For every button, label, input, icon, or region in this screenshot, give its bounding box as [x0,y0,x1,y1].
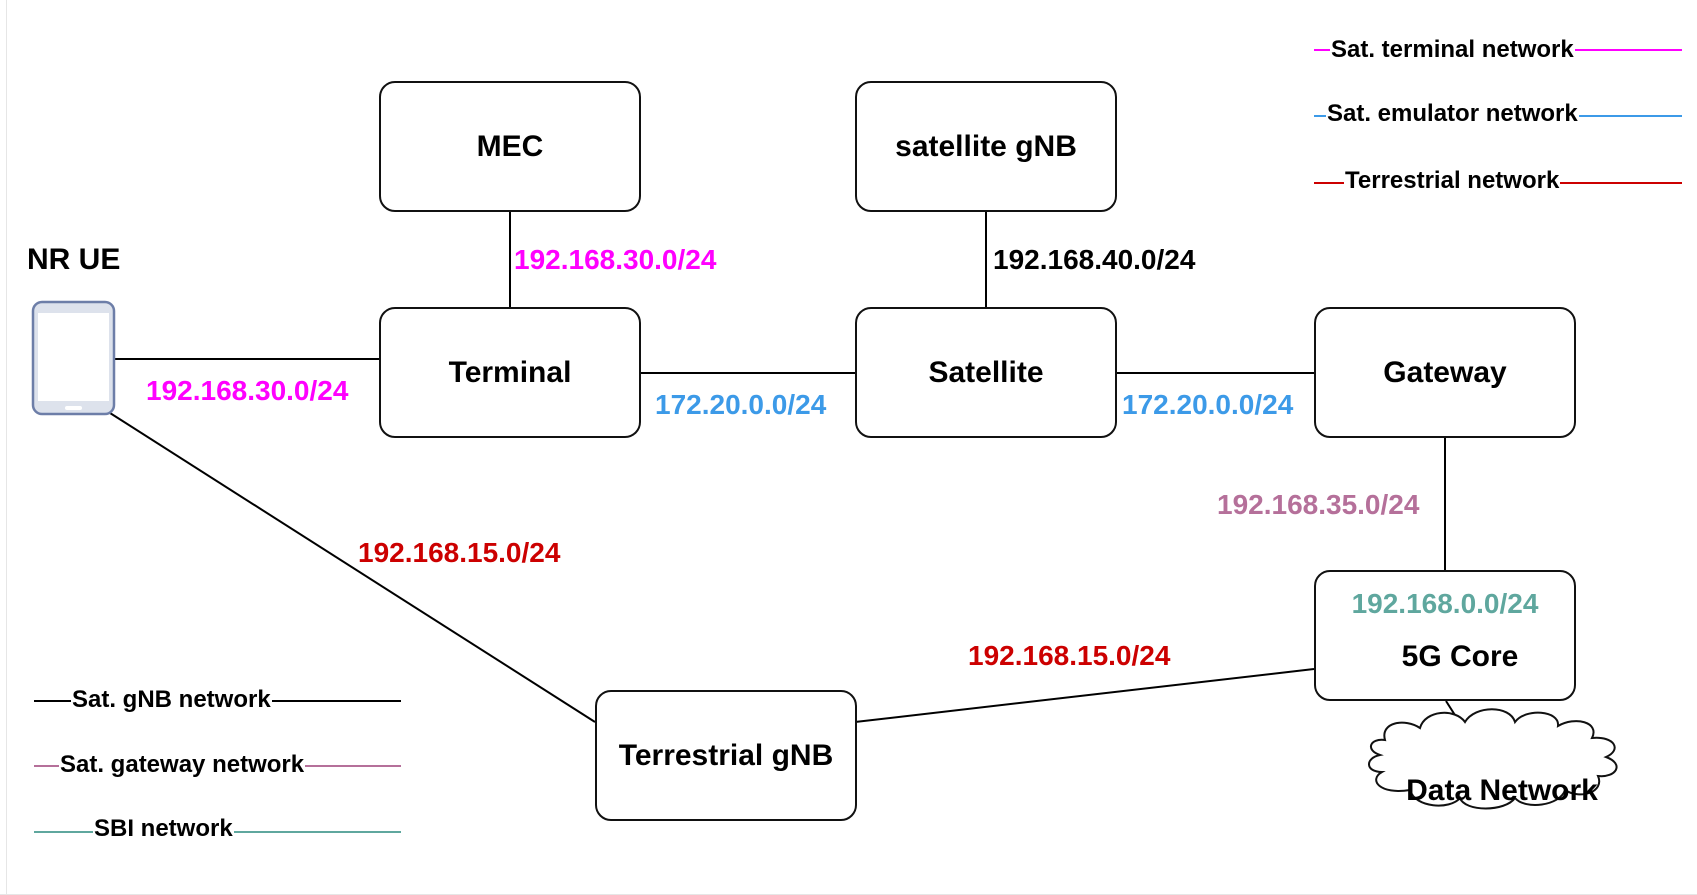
legend-sat-emulator: Sat. emulator network [1326,100,1579,127]
legend-sat-gateway: Sat. gateway network [59,751,306,778]
core-subnet-label: 192.168.0.0/24 [1351,588,1539,619]
satellite-node: Satellite [855,307,1117,438]
link-tgnb-core [854,668,1315,723]
link-ue-tgnb [109,412,596,723]
terminal-satellite-subnet: 172.20.0.0/24 [655,389,827,420]
satellite-label: Satellite [928,355,1044,389]
legend-sat-gnb: Sat. gNB network [71,686,272,713]
core-node: 192.168.0.0/24 5G Core [1314,570,1576,701]
sgnb-satellite-subnet: 192.168.40.0/24 [993,244,1196,275]
data-network-cloud [1368,708,1618,810]
ue-tgnb-subnet: 192.168.15.0/24 [358,537,561,568]
legend-terrestrial: Terrestrial network [1344,167,1561,194]
satellite-gnb-node: satellite gNB [855,81,1117,212]
core-label: 5G Core [1401,640,1519,673]
gateway-label: Gateway [1383,355,1507,389]
ue-terminal-subnet: 192.168.30.0/24 [146,375,349,406]
mec-node: MEC [379,81,641,212]
tgnb-core-subnet: 192.168.15.0/24 [968,640,1171,671]
nr-ue-label: NR UE [27,243,121,276]
gateway-node: Gateway [1314,307,1576,438]
legend-sbi: SBI network [93,815,234,842]
terminal-label: Terminal [448,355,572,389]
legend-sat-terminal: Sat. terminal network [1330,36,1575,63]
terminal-node: Terminal [379,307,641,438]
mec-terminal-subnet: 192.168.30.0/24 [514,244,717,275]
terrestrial-gnb-node: Terrestrial gNB [595,690,857,821]
frame-border-left [6,0,7,895]
mec-label: MEC [476,129,544,163]
data-network-label: Data Network [1406,774,1598,807]
phone-icon [31,300,116,416]
satellite-gnb-label: satellite gNB [895,129,1077,163]
gateway-core-subnet: 192.168.35.0/24 [1217,489,1420,520]
terrestrial-gnb-label: Terrestrial gNB [618,738,834,772]
satellite-gateway-subnet: 172.20.0.0/24 [1122,389,1294,420]
